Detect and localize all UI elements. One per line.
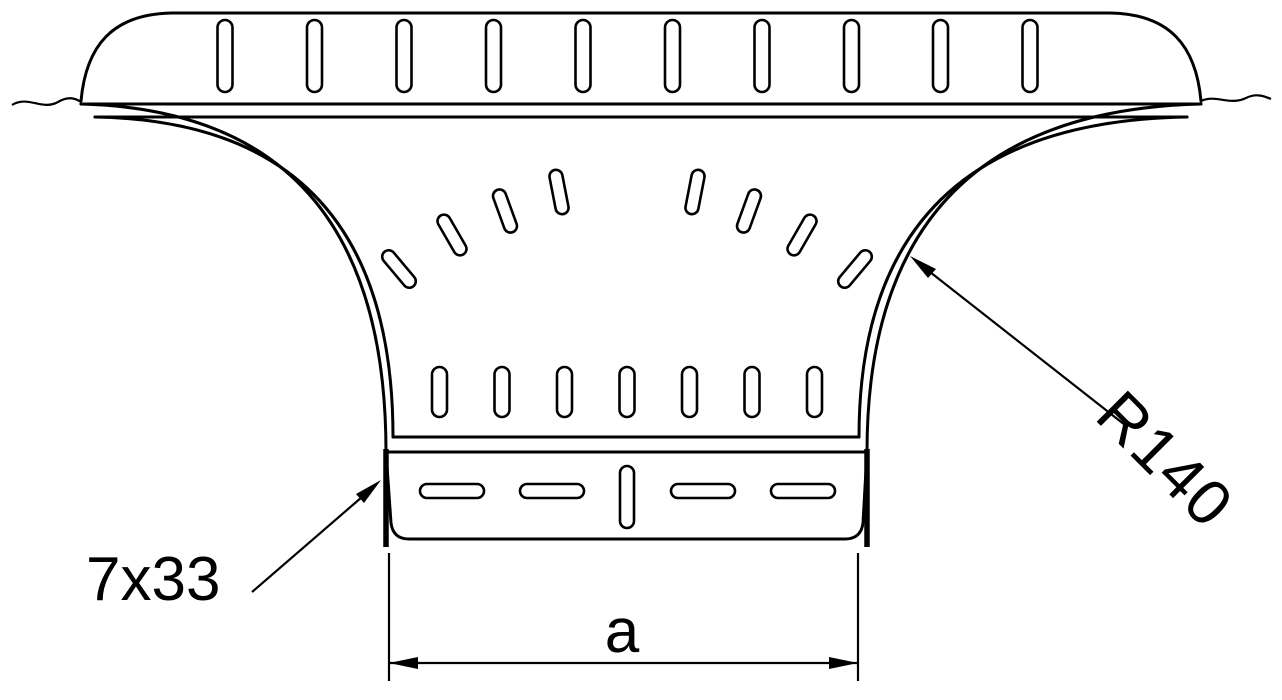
fan-slot [491,188,519,234]
fan-slot [548,168,570,216]
slot [753,18,771,94]
slot [493,365,511,419]
flange-center-slot [618,464,636,530]
slot [216,18,234,94]
bend-radius-label: R140 [1083,377,1248,542]
top-rail-outline [79,11,1203,103]
fan-slot [436,213,468,257]
slot [574,18,592,94]
top-rail [79,11,1203,119]
slot [805,365,824,419]
slot-size-callout: 7x33 [86,480,381,614]
fan-slot [380,248,418,290]
slot [931,18,950,94]
end-flange [383,449,870,547]
top-rail-slots [216,18,1039,94]
fan-slot [735,188,763,234]
branch-rail-lines [384,435,869,454]
break-squiggle-left [11,97,82,106]
fan-perforations [380,168,874,290]
left-curve-outer [79,102,388,454]
leader-line-r140 [929,271,1126,426]
slot [305,18,324,94]
right-curve-inner [857,115,1189,439]
slot [743,365,761,419]
left-transition-curve [79,102,395,454]
slot-dimension-label: 7x33 [86,545,220,614]
dimension-arrow-right [829,657,858,669]
left-curve-inner [93,115,395,439]
fan-slot [684,168,706,216]
slot [680,365,699,419]
branch-slots [430,365,824,419]
flange-slot [418,482,486,500]
fan-slot [836,248,874,290]
leader-line-7x33 [251,496,363,593]
right-curve-outer [865,102,1203,454]
right-transition-curve [857,102,1203,454]
dimension-arrow-left [389,657,418,669]
width-dimension-label: a [605,597,640,666]
break-squiggle-right [1200,94,1272,103]
slot [430,365,449,419]
flange-outline [384,450,869,541]
flange-slot [769,482,837,500]
slot [484,18,503,94]
slot [1021,18,1039,94]
slot [618,365,636,419]
slot [663,18,682,94]
flange-slot [518,482,586,500]
break-line-left [11,97,82,106]
fan-slot [786,213,818,257]
flange-slot [669,482,737,500]
slot [842,18,861,94]
dimension-a: a [387,553,860,681]
slot [555,365,574,419]
break-line-right [1200,94,1272,103]
bend-radius-callout: R140 [910,256,1248,542]
leader-arrow-r140 [910,256,936,278]
slot [395,18,413,94]
leader-arrow-7x33 [356,480,381,503]
